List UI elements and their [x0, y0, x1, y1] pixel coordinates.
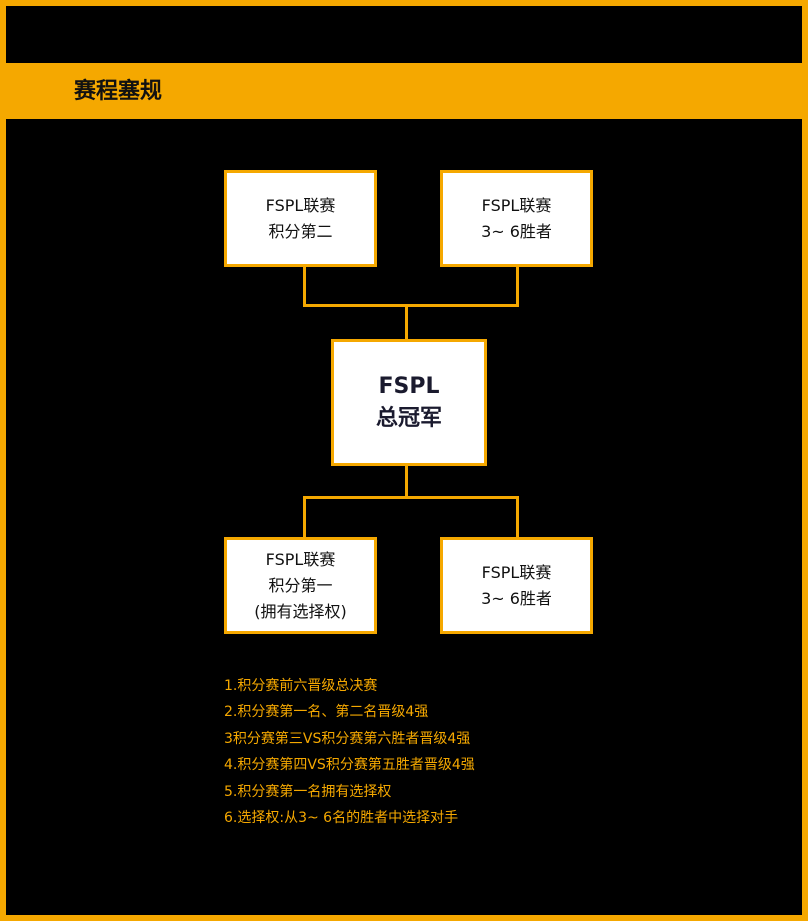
- rule-item: 2.积分赛第一名、第二名晋级4强: [224, 704, 429, 721]
- box-line: FSPL联赛: [265, 549, 336, 569]
- header-band: 赛程塞规: [6, 63, 802, 119]
- connector-top-stem: [405, 304, 408, 341]
- connector-top-left-drop: [303, 265, 306, 305]
- box-line: FSPL联赛: [481, 562, 552, 582]
- box-top-right-winner-3-6: FSPL联赛 3~ 6胜者: [440, 170, 593, 267]
- box-line: 积分第二: [268, 221, 333, 241]
- box-bottom-left-league-first: FSPL联赛 积分第一 (拥有选择权): [224, 537, 377, 634]
- box-champion: FSPL 总冠军: [331, 339, 487, 466]
- page-title: 赛程塞规: [74, 79, 163, 104]
- connector-top-right-drop: [516, 265, 519, 305]
- rule-item: 5.积分赛第一名拥有选择权: [224, 783, 392, 800]
- rule-item: 6.选择权:从3~ 6名的胜者中选择对手: [224, 810, 459, 827]
- rule-item: 3积分赛第三VS积分赛第六胜者晋级4强: [224, 730, 471, 747]
- box-line: 积分第一: [268, 575, 333, 595]
- connector-bottom-horizontal: [303, 496, 519, 499]
- rules-list: 1.积分赛前六晋级总决赛 2.积分赛第一名、第二名晋级4强 3积分赛第三VS积分…: [224, 673, 475, 831]
- box-line: FSPL联赛: [481, 195, 552, 215]
- connector-bottom-left-drop: [303, 496, 306, 540]
- connector-top-horizontal: [303, 304, 519, 307]
- box-line: 3~ 6胜者: [481, 221, 552, 241]
- connector-bottom-right-drop: [516, 496, 519, 540]
- box-line: (拥有选择权): [254, 601, 347, 621]
- rule-item: 1.积分赛前六晋级总决赛: [224, 678, 378, 694]
- connector-bottom-stem: [405, 464, 408, 499]
- box-line: FSPL联赛: [265, 195, 336, 215]
- box-top-left-league-second: FSPL联赛 积分第二: [224, 170, 377, 267]
- box-line: 3~ 6胜者: [481, 588, 552, 608]
- box-line: 总冠军: [375, 405, 442, 431]
- box-bottom-right-winner-3-6: FSPL联赛 3~ 6胜者: [440, 537, 593, 634]
- rule-item: 4.积分赛第四VS积分赛第五胜者晋级4强: [224, 757, 475, 774]
- box-line: FSPL: [378, 373, 440, 399]
